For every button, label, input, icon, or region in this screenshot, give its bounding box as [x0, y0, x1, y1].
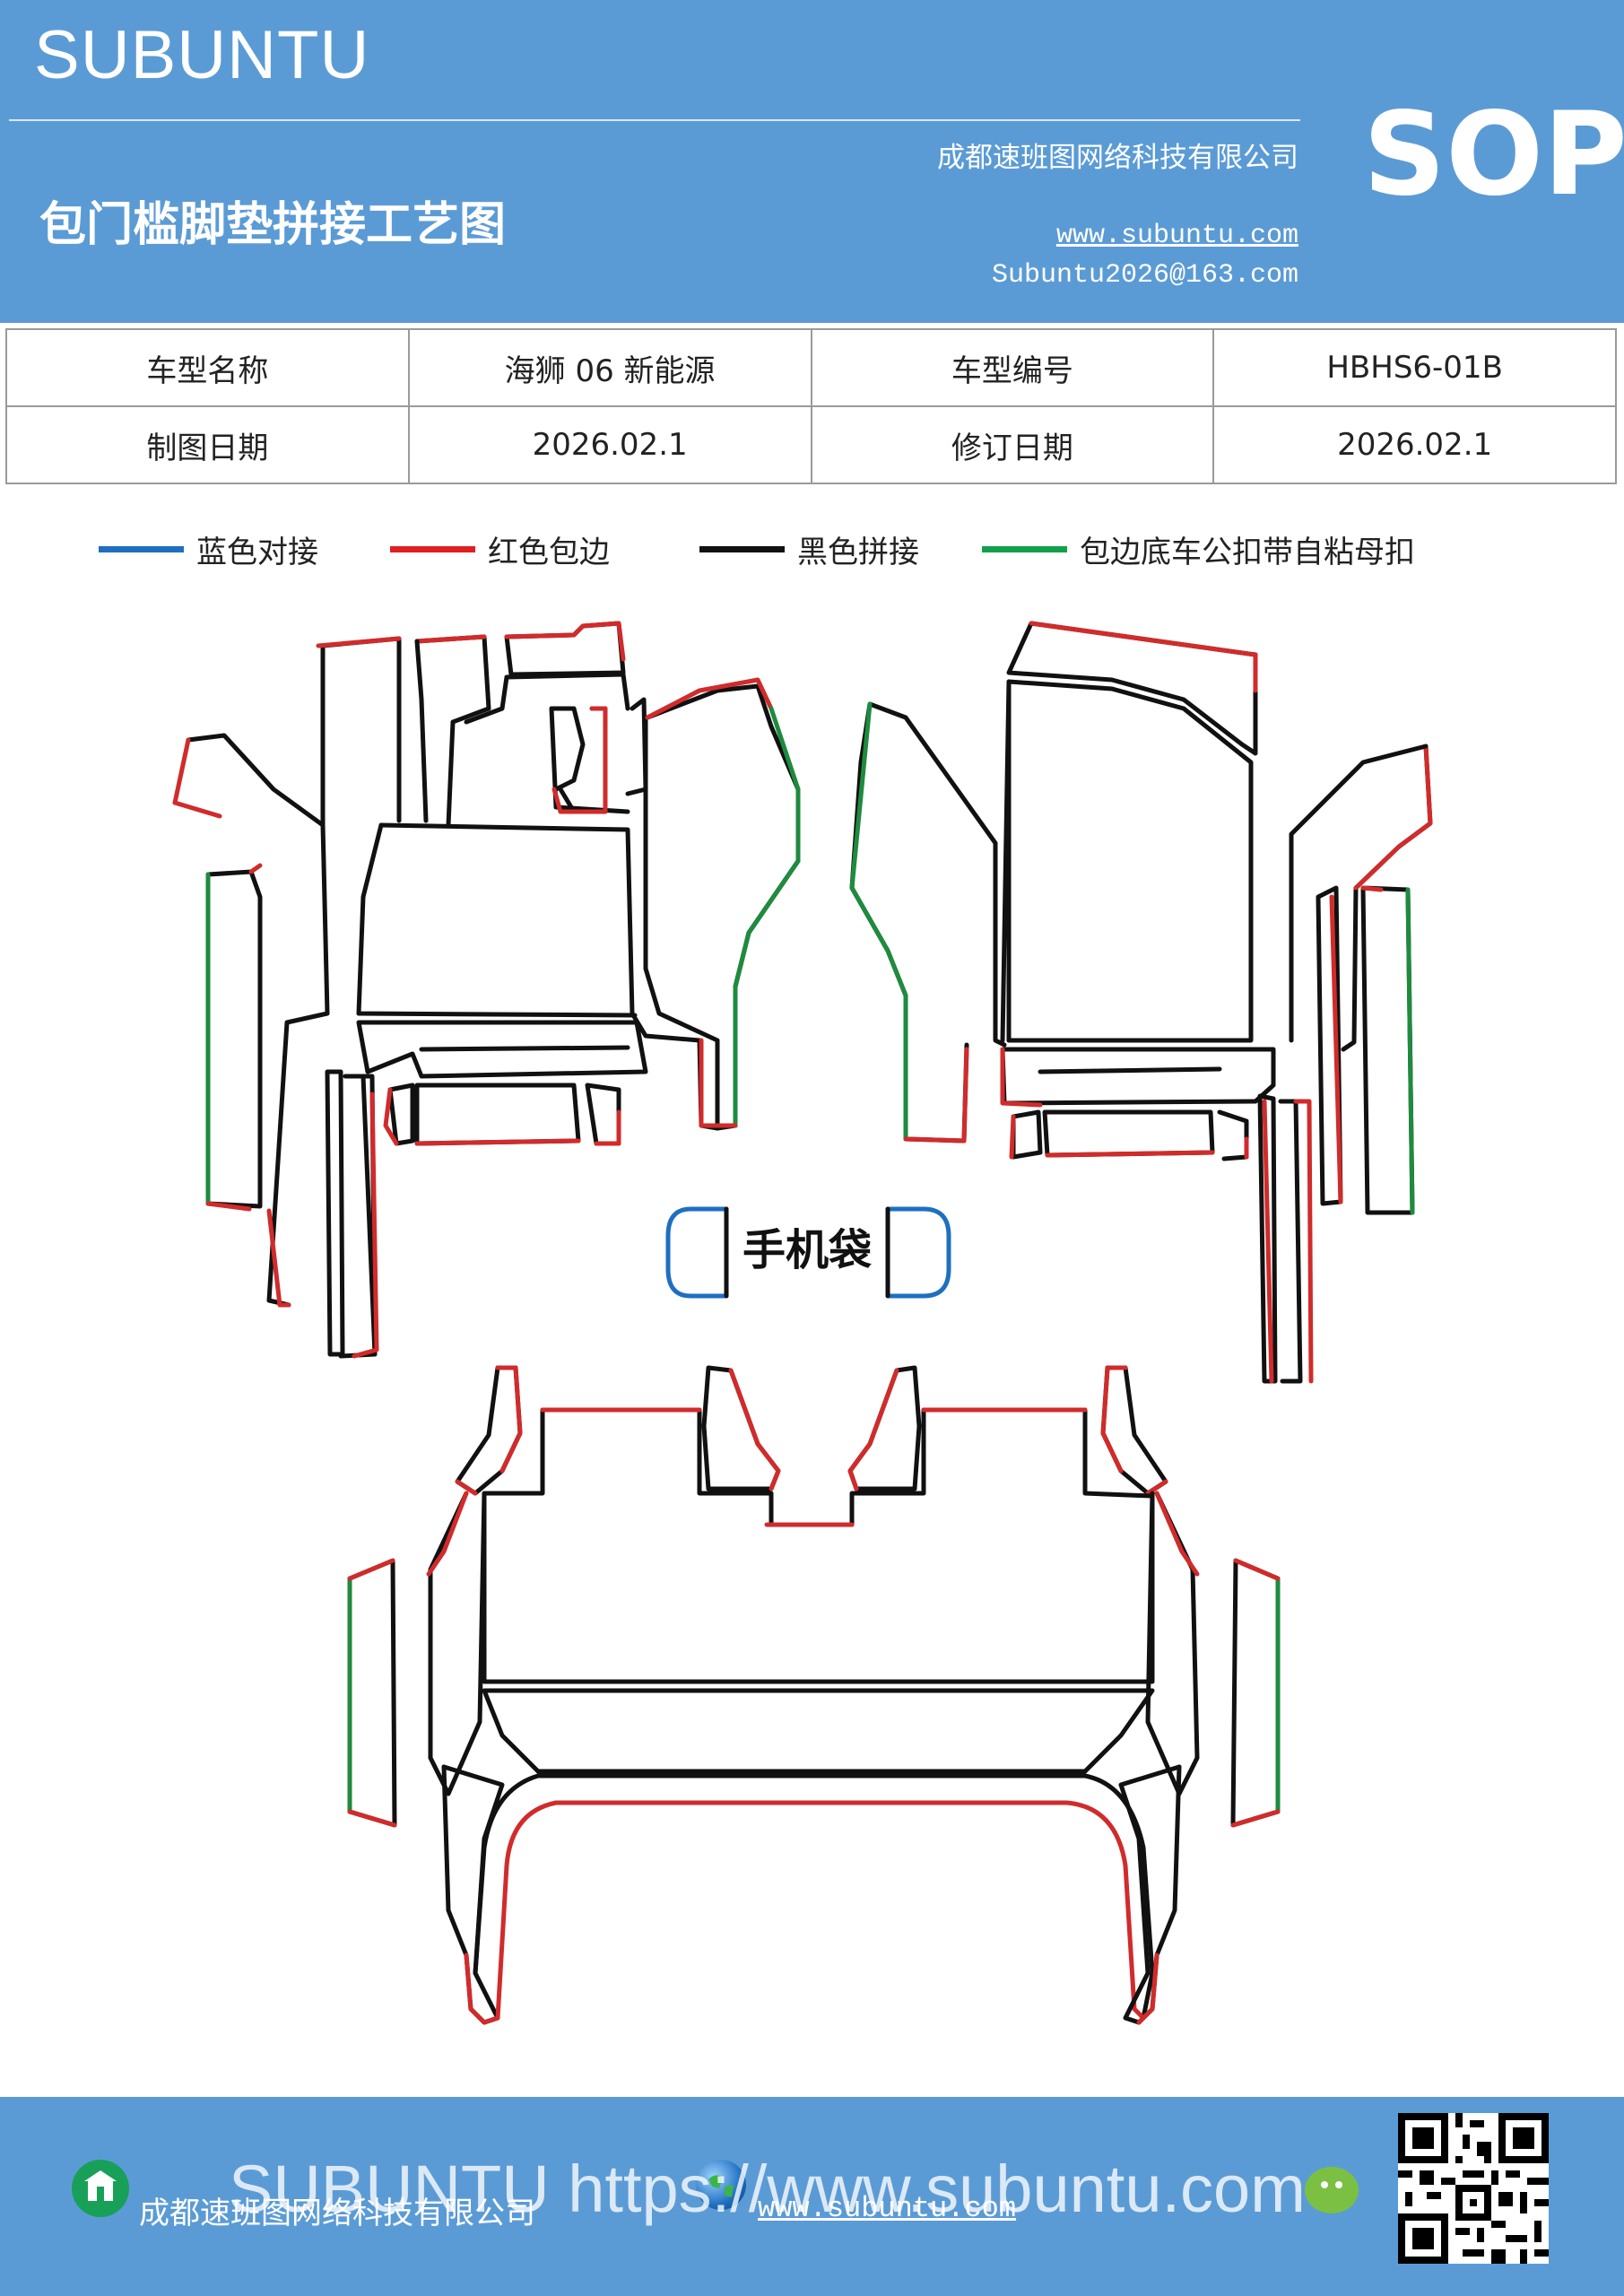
website-link[interactable]: www.subuntu.com — [1055, 221, 1298, 251]
table-cell: 车型名称 — [5, 328, 410, 407]
header-rule — [9, 119, 1300, 121]
passenger-floor-mat — [849, 621, 1433, 1384]
phone-pouch — [665, 1206, 951, 1299]
legend-item-blue: 蓝色对接 — [99, 527, 318, 571]
footer-banner: SUBUNTU https://www.subuntu.com 成都速班图网络科… — [0, 2097, 1624, 2296]
globe-icon-glyph — [708, 2175, 734, 2197]
legend-swatch — [390, 546, 475, 552]
legend-label: 蓝色对接 — [196, 535, 318, 570]
table-cell: HBHS6-01B — [1212, 328, 1617, 407]
header-banner: SUBUNTU 包门槛脚垫拼接工艺图 成都速班图网络科技有限公司 www.sub… — [0, 0, 1624, 323]
vehicle-info-table: 车型名称 海狮 06 新能源 车型编号 HBHS6-01B 制图日期 2026.… — [5, 328, 1617, 484]
line-legend: 蓝色对接 红色包边 黑色拼接 包边底车公扣带自粘母扣 — [0, 527, 1624, 572]
table-row: 制图日期 2026.02.1 修订日期 2026.02.1 — [5, 405, 1617, 484]
page-title: 包门槛脚垫拼接工艺图 — [39, 198, 507, 252]
qr-code-pattern — [1398, 2113, 1549, 2264]
footer-watermark: SUBUNTU https://www.subuntu.com — [229, 2152, 1306, 2226]
brand-logo-text: SUBUNTU — [34, 17, 370, 93]
building-icon — [72, 2160, 129, 2217]
rear-floor-mat — [347, 1365, 1281, 2025]
table-cell: 修订日期 — [810, 405, 1215, 484]
legend-swatch — [99, 546, 184, 552]
building-icon-glyph — [84, 2170, 117, 2201]
table-cell: 2026.02.1 — [407, 405, 812, 484]
table-cell: 2026.02.1 — [1212, 405, 1617, 484]
sop-badge: SOP — [1363, 88, 1624, 222]
legend-item-green: 包边底车公扣带自粘母扣 — [982, 527, 1415, 571]
footer-company-name: 成都速班图网络科技有限公司 — [139, 2196, 535, 2231]
email-address: Subuntu2026@163.com — [991, 260, 1298, 291]
phone-pouch-label: 手机袋 — [743, 1225, 872, 1275]
legend-swatch — [699, 546, 785, 552]
wechat-icon — [1305, 2167, 1359, 2213]
legend-label: 包边底车公扣带自粘母扣 — [1080, 535, 1415, 570]
globe-icon — [696, 2160, 746, 2210]
table-row: 车型名称 海狮 06 新能源 车型编号 HBHS6-01B — [5, 328, 1617, 407]
wechat-icon-glyph — [1321, 2181, 1342, 2188]
legend-item-black: 黑色拼接 — [699, 527, 919, 571]
table-cell: 车型编号 — [810, 328, 1215, 407]
legend-label: 红色包边 — [488, 535, 610, 570]
legend-label: 黑色拼接 — [797, 535, 919, 570]
table-cell: 海狮 06 新能源 — [407, 328, 812, 407]
driver-floor-mat — [172, 621, 801, 1359]
table-cell: 制图日期 — [5, 405, 410, 484]
legend-swatch — [982, 546, 1067, 552]
footer-website-link[interactable]: www.subuntu.com — [758, 2192, 1017, 2225]
company-name: 成都速班图网络科技有限公司 — [937, 142, 1298, 174]
qr-code — [1398, 2113, 1549, 2264]
legend-item-red: 红色包边 — [390, 527, 610, 571]
